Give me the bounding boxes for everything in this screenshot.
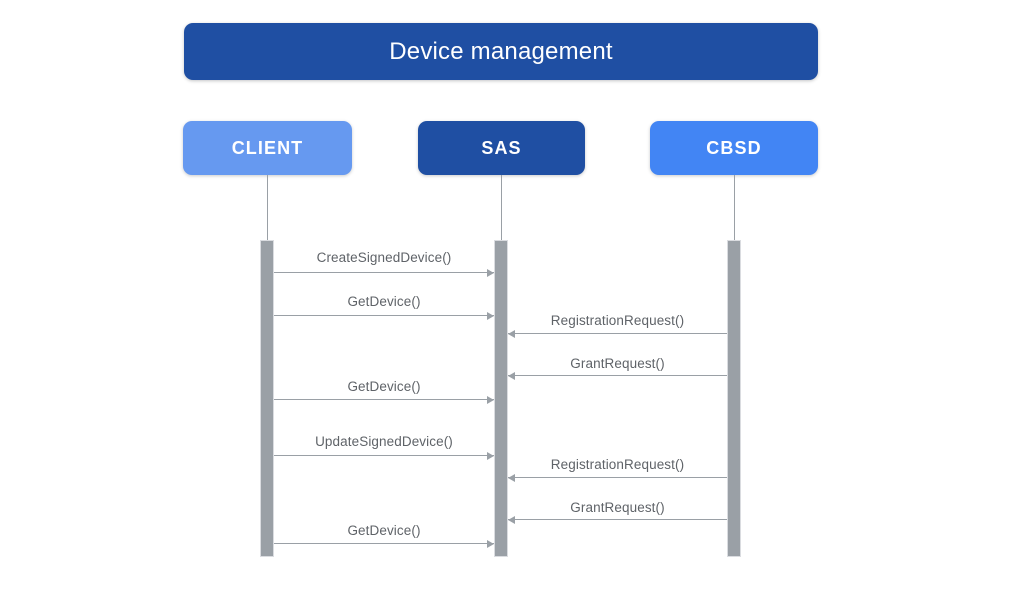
arrowhead-right-icon: [487, 311, 494, 320]
message-label: RegistrationRequest(): [550, 313, 685, 328]
participant-client[interactable]: CLIENT: [183, 121, 352, 175]
message-label: GrantRequest(): [570, 356, 665, 371]
message-line: [508, 477, 727, 478]
activation-bar-sas: [494, 240, 508, 557]
message-label: GetDevice(): [347, 294, 421, 309]
message-label: CreateSignedDevice(): [316, 250, 452, 265]
message-label: UpdateSignedDevice(): [315, 434, 453, 449]
arrowhead-right-icon: [487, 395, 494, 404]
message-line: [274, 543, 494, 544]
message-line: [508, 375, 727, 376]
message-line: [274, 455, 494, 456]
lifeline-sas: [501, 175, 502, 240]
participant-label: CBSD: [706, 137, 762, 158]
participant-label: CLIENT: [231, 137, 304, 158]
lifeline-cbsd: [734, 175, 735, 240]
arrowhead-left-icon: [508, 371, 515, 380]
message-label: GetDevice(): [347, 379, 421, 394]
arrowhead-right-icon: [487, 451, 494, 460]
activation-bar-client: [260, 240, 274, 557]
lifeline-client: [267, 175, 268, 240]
message-line: [274, 315, 494, 316]
arrowhead-right-icon: [487, 268, 494, 277]
message-line: [274, 399, 494, 400]
message-line: [508, 519, 727, 520]
arrowhead-left-icon: [508, 329, 515, 338]
message-label: GrantRequest(): [570, 500, 665, 515]
activation-bar-cbsd: [727, 240, 741, 557]
participant-sas[interactable]: SAS: [418, 121, 585, 175]
participant-label: SAS: [481, 137, 522, 158]
message-line: [508, 333, 727, 334]
arrowhead-left-icon: [508, 515, 515, 524]
arrowhead-right-icon: [487, 539, 494, 548]
message-line: [274, 272, 494, 273]
arrowhead-left-icon: [508, 473, 515, 482]
diagram-title-banner: Device management: [184, 23, 818, 80]
message-label: GetDevice(): [347, 523, 421, 538]
participant-cbsd[interactable]: CBSD: [650, 121, 818, 175]
diagram-title: Device management: [389, 37, 613, 65]
message-label: RegistrationRequest(): [550, 457, 685, 472]
